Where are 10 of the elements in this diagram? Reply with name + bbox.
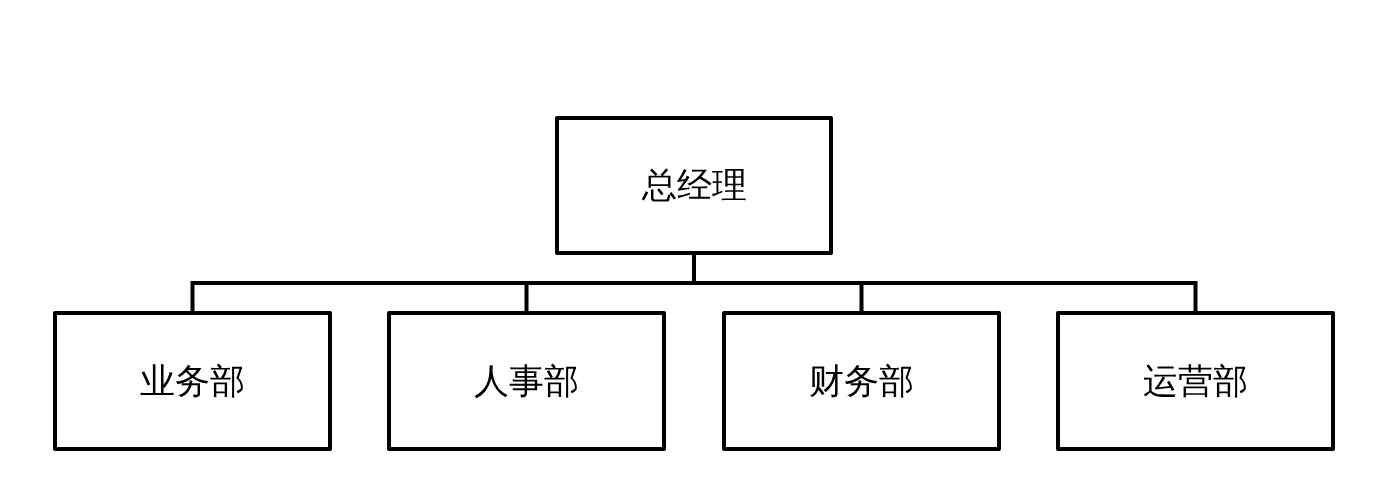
org-box <box>53 311 332 451</box>
box-label: 运营部 <box>1143 359 1248 403</box>
box-label: 业务部 <box>140 359 245 403</box>
org-box <box>722 311 1001 451</box>
org-box <box>555 116 833 255</box>
org-box <box>387 311 666 451</box>
box-label: 总经理 <box>641 164 747 207</box>
box-label: 财务部 <box>809 359 914 403</box>
org-box <box>1056 311 1335 451</box>
box-label: 人事部 <box>474 359 579 403</box>
